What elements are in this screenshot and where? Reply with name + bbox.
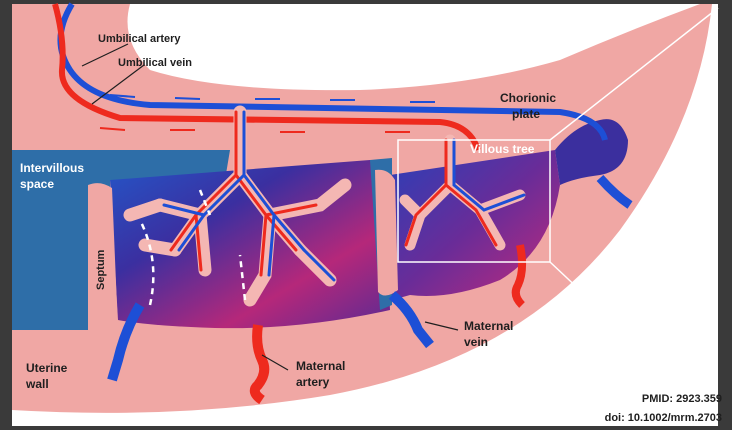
chorionic-plate-label-line2: plate [512,107,540,121]
umbilical-artery-label: Umbilical artery [98,33,181,45]
uterine-wall-label-line1: Uterine [26,361,68,375]
umbilical-vein-label: Umbilical vein [118,57,192,69]
septum-right [375,170,398,296]
chorionic-plate-label-line1: Chorionic [500,91,556,105]
uterine-wall-label-line2: wall [25,377,49,391]
septum-label: Septum [95,249,107,290]
intervillous-space-label-line2: space [20,177,54,191]
intervillous-space-label-line1: Intervillous [20,161,84,175]
maternal-artery-label-line2: artery [296,375,330,389]
villous-tree-label: Villous tree [470,142,535,156]
citation-pmid: PMID: 2923.359 [642,393,722,405]
citation-doi: doi: 10.1002/mrm.2703 [605,412,722,424]
maternal-artery-label-line1: Maternal [296,359,345,373]
maternal-vein-label-line1: Maternal [464,319,513,333]
maternal-vein-label-line2: vein [464,335,488,349]
